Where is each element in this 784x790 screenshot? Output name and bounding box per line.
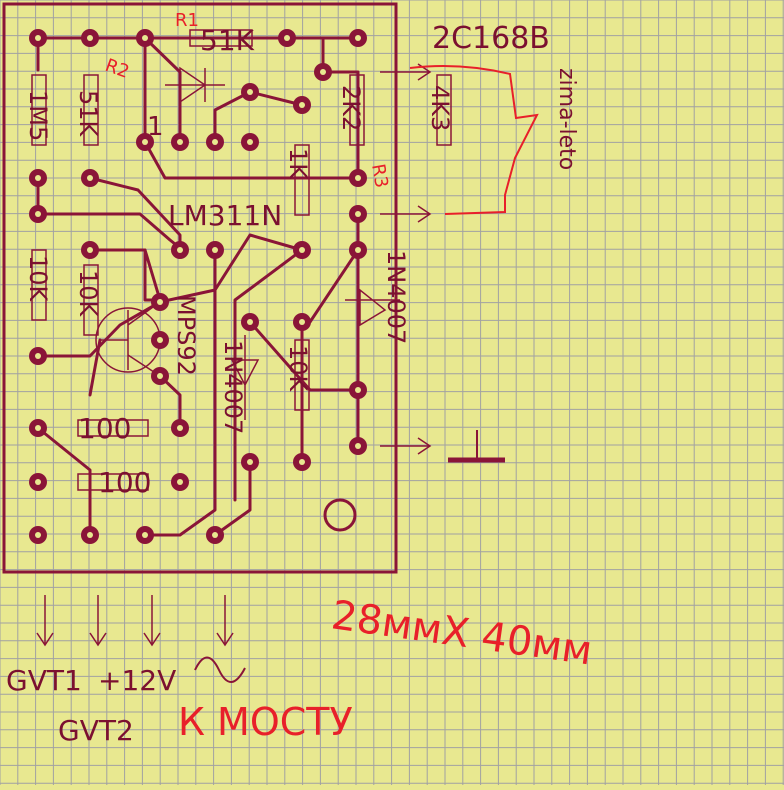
pad-hole bbox=[247, 89, 253, 95]
pad-hole bbox=[35, 353, 41, 359]
label-r-1m5: 1M5 bbox=[24, 90, 52, 141]
pad-hole bbox=[35, 175, 41, 181]
pad-hole bbox=[87, 247, 93, 253]
label-r-10k-b: 10K bbox=[74, 270, 102, 318]
terminal-gvt1: GVT1 bbox=[6, 664, 82, 697]
pad-hole bbox=[212, 139, 218, 145]
label-thyristor: 2C168B bbox=[432, 21, 550, 56]
pads bbox=[29, 29, 367, 544]
label-r3: 1K bbox=[284, 148, 312, 180]
pad-hole bbox=[320, 69, 326, 75]
pad-hole bbox=[142, 35, 148, 41]
note-size: 28ммX 40мм bbox=[329, 592, 595, 674]
label-r-10k-a: 10K bbox=[24, 255, 52, 303]
pad-hole bbox=[355, 175, 361, 181]
resistor-bodies bbox=[31, 29, 452, 532]
pad-hole bbox=[355, 211, 361, 217]
board-outline bbox=[2, 2, 398, 574]
pad-hole bbox=[35, 35, 41, 41]
pad-hole bbox=[87, 175, 93, 181]
label-r-2k2: 2K2 bbox=[337, 85, 365, 131]
pad-hole bbox=[35, 425, 41, 431]
note-to-bridge: К МОСТУ bbox=[178, 700, 353, 744]
pad-hole bbox=[299, 247, 305, 253]
label-transistor: MPS92 bbox=[172, 295, 200, 376]
tag-r3: R3 bbox=[367, 162, 392, 189]
pad-hole bbox=[35, 532, 41, 538]
pad-hole bbox=[247, 459, 253, 465]
pad-hole bbox=[212, 247, 218, 253]
pad-hole bbox=[299, 319, 305, 325]
pad-hole bbox=[177, 425, 183, 431]
label-r1: 51K bbox=[200, 24, 255, 57]
pad-hole bbox=[355, 247, 361, 253]
label-ic: LM311N bbox=[168, 199, 282, 232]
label-r-10k-c: 10K bbox=[284, 345, 312, 393]
pad-hole bbox=[157, 337, 163, 343]
pad-hole bbox=[247, 319, 253, 325]
terminal-12v: +12V bbox=[98, 664, 176, 697]
label-r-100-b: 100 bbox=[98, 466, 151, 499]
pad-hole bbox=[157, 299, 163, 305]
switch-wire bbox=[409, 65, 539, 215]
terminal-gvt2: GVT2 bbox=[58, 714, 134, 747]
ground-symbol bbox=[448, 430, 505, 463]
pad-hole bbox=[247, 139, 253, 145]
label-ic-pin1: 1 bbox=[147, 112, 164, 142]
pad-hole bbox=[35, 211, 41, 217]
pad-hole bbox=[284, 35, 290, 41]
pad-hole bbox=[299, 459, 305, 465]
pad-hole bbox=[177, 479, 183, 485]
pad-hole bbox=[177, 247, 183, 253]
pad-hole bbox=[177, 139, 183, 145]
pad-hole bbox=[355, 443, 361, 449]
pad-hole bbox=[355, 387, 361, 393]
tag-r1: R1 bbox=[175, 10, 199, 31]
pad-hole bbox=[142, 139, 148, 145]
label-diode-a: 1N4007 bbox=[382, 250, 410, 344]
note-switch: zima-leto bbox=[554, 68, 579, 170]
pad-hole bbox=[299, 102, 305, 108]
pad-hole bbox=[87, 35, 93, 41]
label-r2: 51K bbox=[74, 90, 102, 138]
pad-hole bbox=[157, 373, 163, 379]
label-diode-b: 1N4007 bbox=[219, 340, 247, 434]
pad-hole bbox=[142, 532, 148, 538]
label-r-4k3: 4K3 bbox=[426, 85, 454, 131]
pad-hole bbox=[87, 532, 93, 538]
pad-hole bbox=[35, 479, 41, 485]
pad-hole bbox=[355, 35, 361, 41]
pad-hole bbox=[212, 532, 218, 538]
label-r-100-a: 100 bbox=[78, 412, 131, 445]
